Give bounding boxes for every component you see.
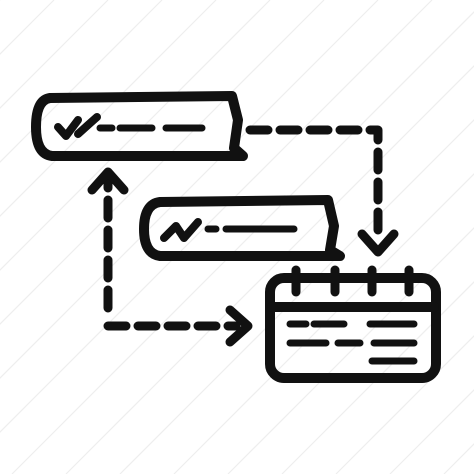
calendar	[265, 265, 441, 383]
arrow-head-down-icon	[357, 229, 399, 257]
dashed-arrow-to-calendar	[245, 125, 399, 257]
check-icon	[160, 218, 202, 242]
task-card-top	[31, 91, 248, 161]
dashed-arrow-right-to-calendar	[103, 305, 253, 347]
check-icon	[74, 113, 101, 138]
check-icon	[54, 116, 82, 140]
dashed-arrow-up-to-task	[87, 167, 129, 313]
arrow-head-up-icon	[87, 167, 129, 195]
task-card-middle	[139, 195, 345, 261]
arrow-head-right-icon	[225, 305, 253, 347]
